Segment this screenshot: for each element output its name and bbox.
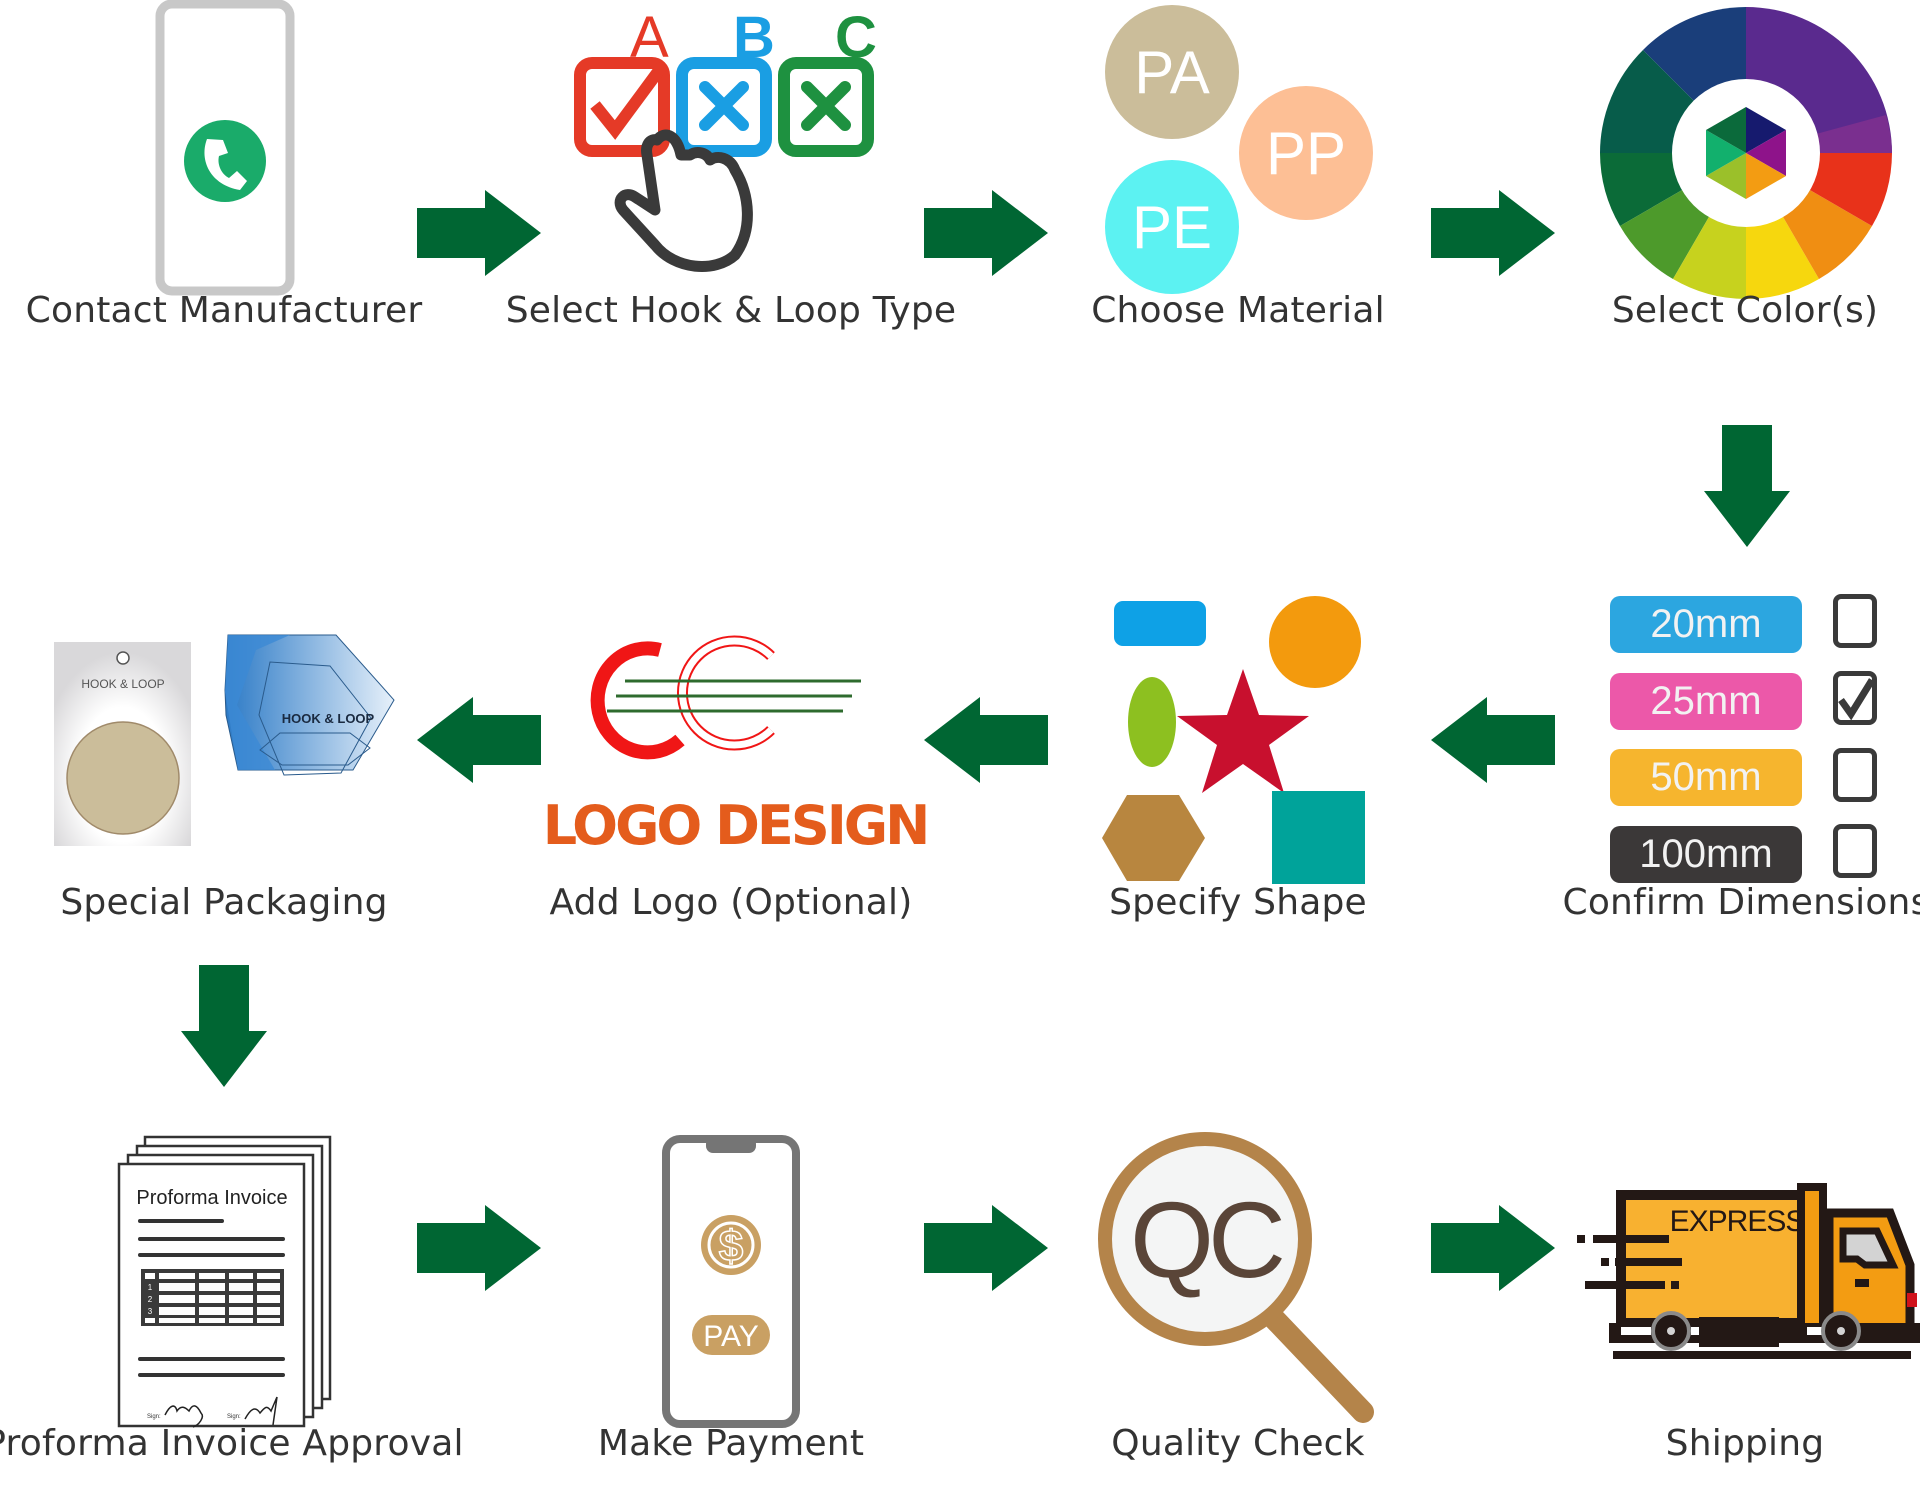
material-pe: PE [1132,194,1212,261]
size-checkbox-50mm[interactable] [1833,748,1877,802]
oval-shape [1128,677,1176,767]
invoice-document-icon: Proforma Invoice 1 2 3 Sign: Sign: [117,1135,332,1428]
size-checkbox-25mm[interactable] [1833,671,1877,725]
step-label: Proforma Invoice Approval [0,1423,464,1464]
material-pa: PA [1134,39,1210,106]
circle-shape [1269,596,1361,688]
pay-button [692,1315,770,1355]
step-confirm-dimensions: 20mm 25mm 50mm 100mm [1600,590,1920,890]
color-wheel-icon [1600,7,1892,299]
flow-arrow-right [1431,1205,1555,1291]
step-add-logo: LOGO DESIGN [543,630,930,857]
size-checkbox-20mm[interactable] [1833,594,1877,648]
step-label: Confirm Dimensions [1562,882,1920,923]
invoice-row-number: 1 [148,1283,153,1292]
flow-arrow-right [924,1205,1048,1291]
step-select-colors [1600,7,1892,299]
step-label: Quality Check [1111,1423,1365,1464]
flow-arrow-down [181,965,267,1087]
material-pp: PP [1266,120,1346,187]
step-special-packaging: HOOK & LOOP HOOK & LOOP [50,630,400,850]
package-card-text: HOOK & LOOP [81,677,164,691]
shapes-icon [1102,596,1365,884]
step-label: Select Color(s) [1611,290,1879,331]
invoice-row-number: 2 [148,1295,153,1304]
step-label: Specify Shape [1109,882,1367,923]
step-select-type: A B C [574,5,885,275]
phone-call-icon [155,0,295,296]
mobile-pay-icon: $ PAY [662,1135,800,1428]
invoice-row-number: 3 [148,1307,153,1316]
flow-arrow-down [1704,425,1790,547]
logo-text: LOGO DESIGN [543,794,928,857]
step-choose-material: PA PP PE [1100,5,1380,295]
package-box-text: HOOK & LOOP [282,711,375,726]
step-make-payment: $ PAY [660,1133,805,1431]
flow-arrow-right [924,190,1048,276]
signature-1 [164,1405,204,1428]
step-shipping: EXPRESS [1575,1155,1920,1359]
flow-arrow-right [1431,190,1555,276]
signature-2 [244,1396,278,1426]
step-label: Select Hook & Loop Type [505,290,957,331]
qc-text: QC [1130,1179,1282,1300]
material-bubbles-icon: PA PP PE [1105,5,1373,294]
step-label: Add Logo (Optional) [549,882,913,923]
size-option-50mm[interactable]: 50mm [1610,749,1802,806]
step-specify-shape [1102,595,1370,885]
sign-label: Sign: [147,1414,161,1420]
abc-checkbox-hand-icon: A B C [574,5,877,272]
logo-design-icon: LOGO DESIGN [543,635,930,857]
pay-label: PAY [703,1320,759,1353]
flow-arrow-left [924,697,1048,783]
step-label: Contact Manufacturer [25,290,423,331]
hexagon-shape [1102,795,1205,881]
hexagon-swatch-icon [1706,107,1786,199]
step-label: Make Payment [597,1423,865,1464]
step-label: Special Packaging [60,882,388,923]
step-proforma-invoice: Proforma Invoice 1 2 3 Sign: Sign: [115,1135,335,1430]
size-option-20mm[interactable]: 20mm [1610,596,1802,653]
checkmark-icon [1838,678,1875,721]
step-quality-check: QC [1093,1127,1383,1427]
express-truck-icon: EXPRESS [1577,1183,1920,1359]
square-shape [1272,791,1365,884]
flow-arrow-right [417,1205,541,1291]
dollar-icon: $ [719,1222,743,1271]
size-option-25mm[interactable]: 25mm [1610,673,1802,730]
size-checkbox-100mm[interactable] [1833,824,1877,878]
step-label: Choose Material [1091,290,1385,331]
rectangle-shape [1114,601,1206,646]
star-shape [1177,669,1309,793]
flow-arrow-right [417,190,541,276]
size-option-100mm[interactable]: 100mm [1610,826,1802,883]
step-label: Shipping [1665,1423,1825,1464]
qc-magnifier-icon: QC [1098,1132,1374,1423]
invoice-title: Proforma Invoice [136,1187,287,1209]
flow-arrow-left [417,697,541,783]
invoice-table: 1 2 3 [141,1269,284,1326]
sign-label: Sign: [227,1414,241,1420]
truck-text: EXPRESS [1670,1205,1805,1238]
step-contact-manufacturer [155,0,295,300]
flow-arrow-left [1431,697,1555,783]
packaging-icon: HOOK & LOOP HOOK & LOOP [54,634,395,846]
